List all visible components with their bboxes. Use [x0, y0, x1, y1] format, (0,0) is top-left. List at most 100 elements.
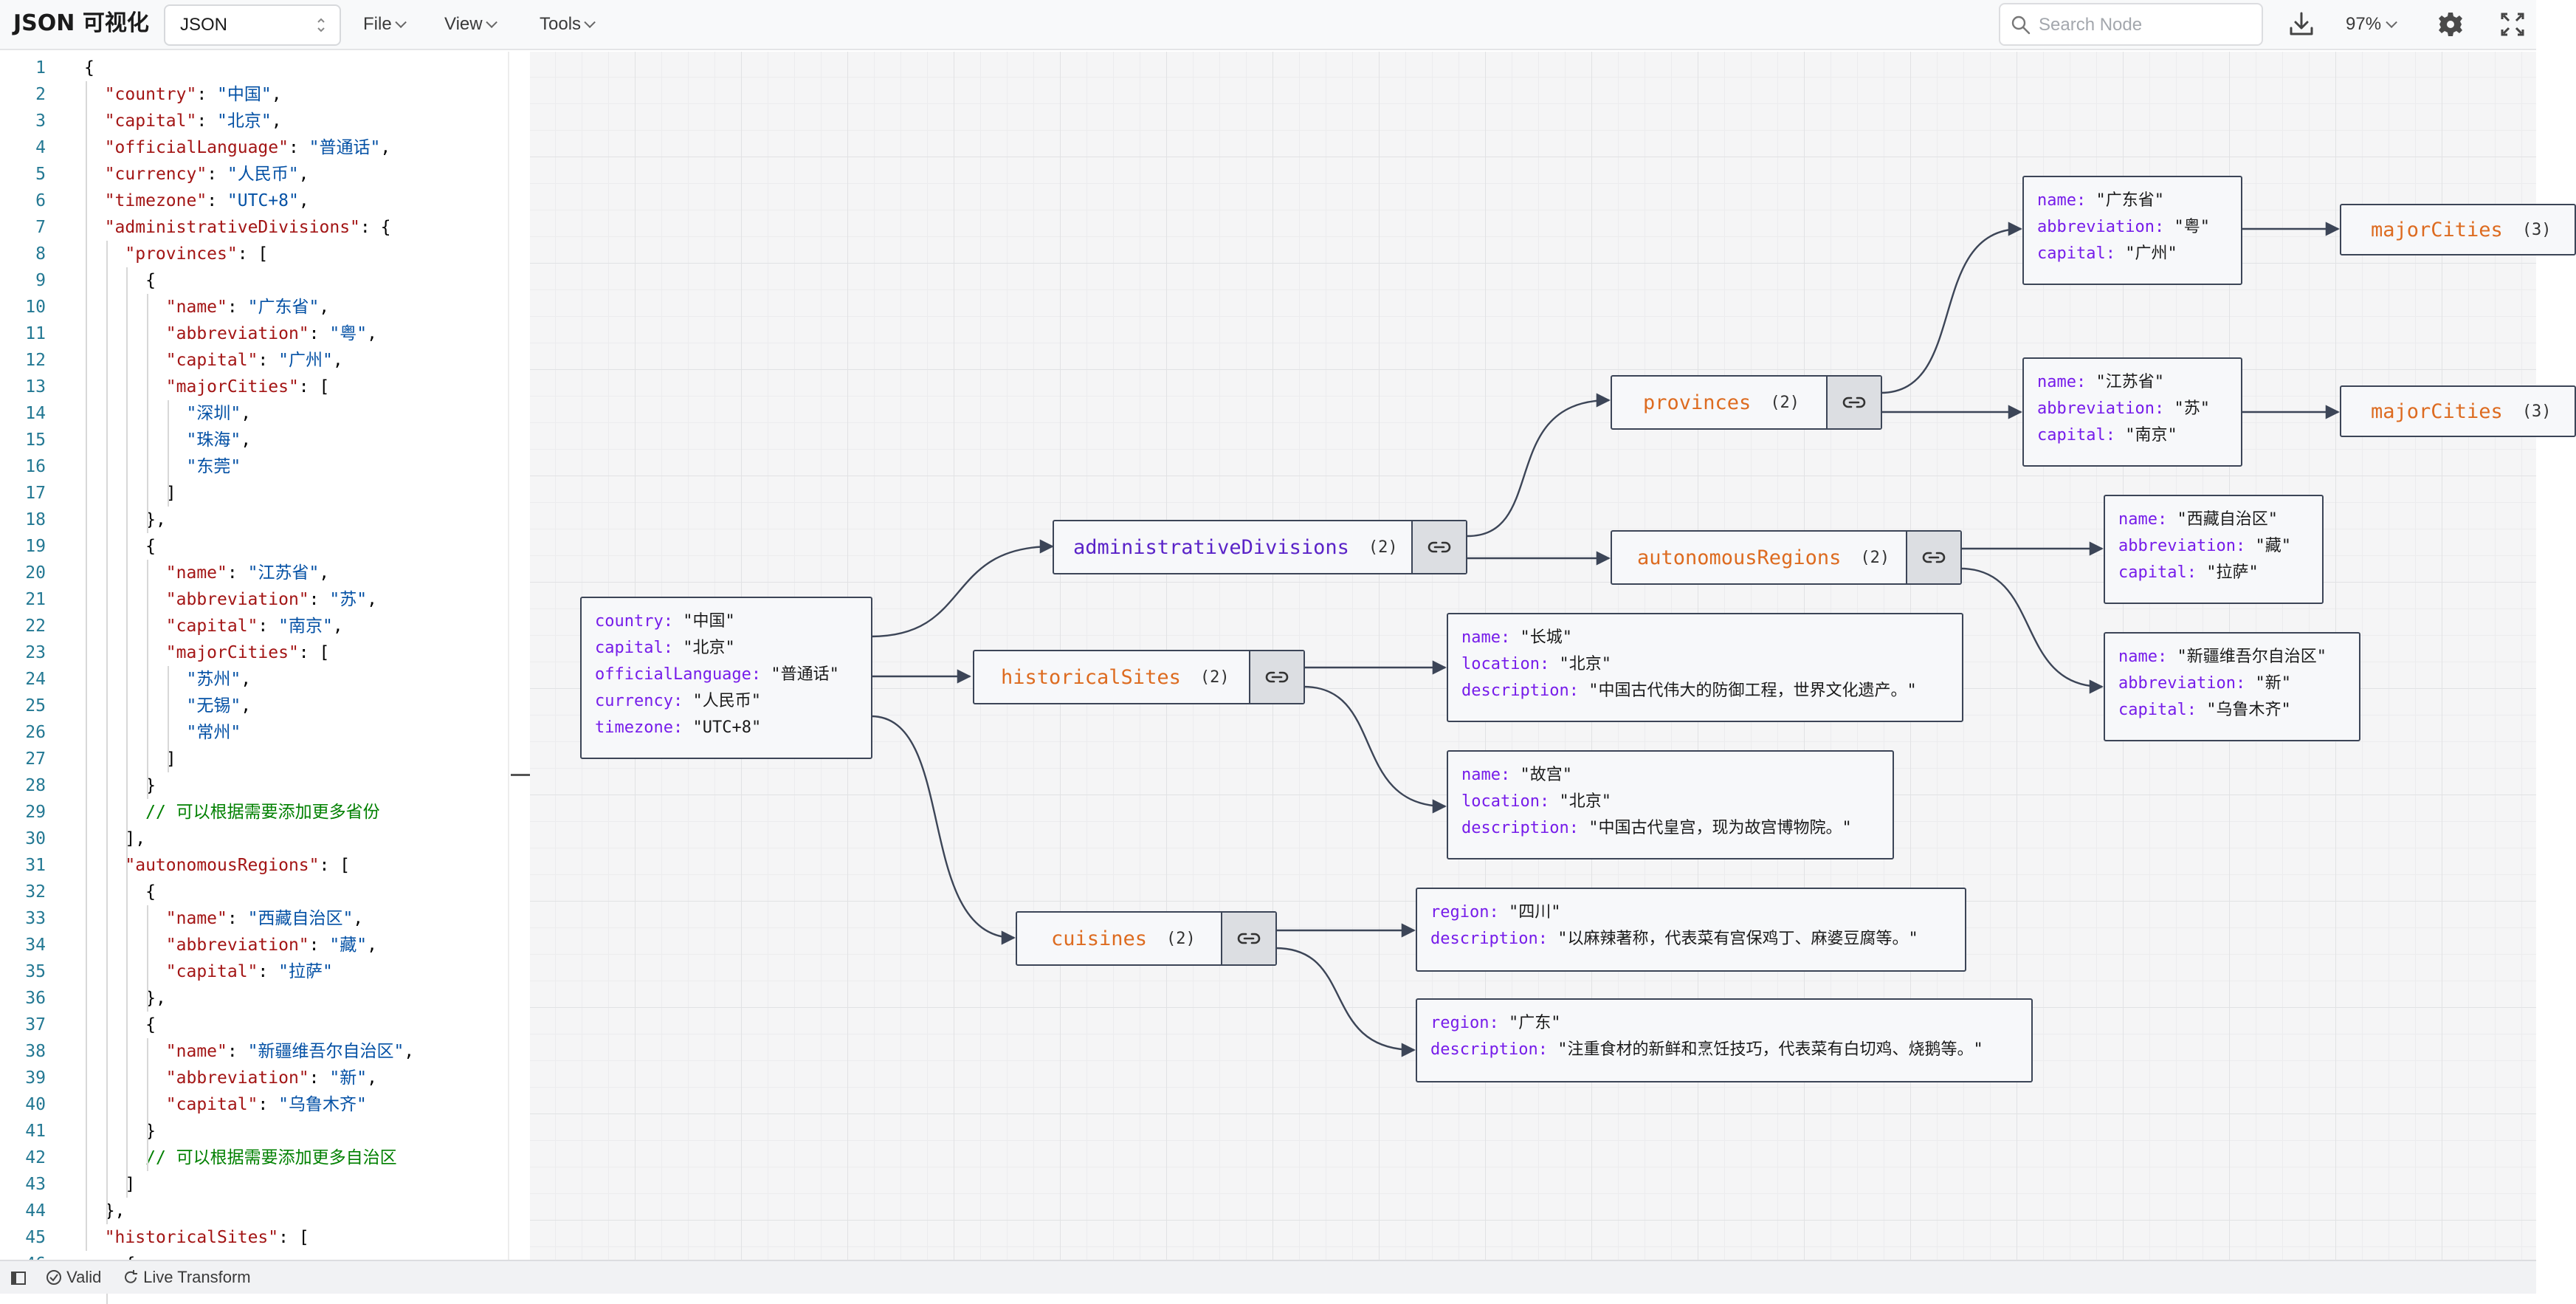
node-label: majorCities: [2371, 399, 2503, 423]
code-line: {: [145, 882, 156, 902]
node-row: location: "北京": [1461, 792, 1611, 811]
province-object-node[interactable]: name: "广东省" abbreviation: "粤" capital: "…: [2022, 176, 2242, 285]
code-line: ],: [125, 829, 146, 848]
line-number: 27: [25, 749, 46, 769]
code-line: },: [104, 1201, 125, 1221]
check-circle-icon: [47, 1270, 61, 1285]
fullscreen-icon[interactable]: [2498, 9, 2527, 40]
view-menu[interactable]: View: [444, 7, 497, 41]
cuisines-node[interactable]: cuisines(2): [1016, 911, 1277, 966]
code-line: {: [145, 271, 156, 290]
gear-icon[interactable]: [2436, 9, 2465, 40]
line-number: 5: [35, 165, 46, 184]
line-number: 35: [25, 962, 46, 981]
code-line: "majorCities": [: [165, 377, 330, 397]
cuisine-object-node[interactable]: region: "广东" description: "注重食材的新鲜和烹饪技巧，…: [1416, 998, 2033, 1082]
line-number: 26: [25, 723, 46, 742]
toolbar: JSON 可视化 JSON File View Tools 97%: [0, 0, 2536, 50]
node-count: (3): [2521, 220, 2552, 239]
node-label: provinces: [1643, 391, 1752, 414]
code-line: "abbreviation": "藏",: [165, 936, 377, 955]
node-row: description: "中国古代伟大的防御工程，世界文化遗产。": [1461, 682, 1917, 700]
valid-label: Valid: [66, 1268, 102, 1286]
sidebar-toggle-icon[interactable]: [10, 1270, 27, 1286]
node-row: abbreviation: "苏": [2037, 399, 2210, 418]
search-icon: [2011, 16, 2031, 35]
node-row: abbreviation: "藏": [2118, 537, 2291, 555]
format-select[interactable]: JSON: [164, 4, 341, 46]
autonomous-regions-node[interactable]: autonomousRegions(2): [1611, 530, 1962, 585]
link-icon[interactable]: [1906, 532, 1960, 583]
indent-guide: [167, 400, 169, 507]
admin-divisions-node[interactable]: administrativeDivisions(2): [1053, 520, 1467, 574]
link-icon[interactable]: [1249, 651, 1304, 703]
line-number: 6: [35, 191, 46, 210]
region-object-node[interactable]: name: "西藏自治区" abbreviation: "藏" capital:…: [2104, 495, 2324, 604]
tools-menu[interactable]: Tools: [540, 7, 596, 41]
node-row: region: "广东": [1430, 1014, 1561, 1032]
node-row: capital: "乌鲁木齐": [2118, 701, 2291, 719]
code-line: {: [84, 58, 94, 78]
node-count: (2): [1860, 548, 1890, 567]
code-line: "name": "广东省",: [165, 298, 330, 317]
line-number: 41: [25, 1122, 46, 1141]
code-line: "administrativeDivisions": {: [104, 218, 391, 237]
line-number: 44: [25, 1201, 46, 1221]
editor-scrollbar[interactable]: [508, 52, 530, 1260]
line-number: 39: [25, 1068, 46, 1088]
link-icon[interactable]: [1411, 521, 1466, 573]
major-cities-node[interactable]: majorCities(3): [2340, 204, 2576, 255]
region-object-node[interactable]: name: "新疆维吾尔自治区" abbreviation: "新" capit…: [2104, 632, 2360, 741]
province-object-node[interactable]: name: "江苏省" abbreviation: "苏" capital: "…: [2022, 357, 2242, 467]
root-object-node[interactable]: country: "中国" capital: "北京" officialLang…: [580, 597, 872, 759]
code-line: }: [145, 776, 156, 795]
code-line: "name": "新疆维吾尔自治区",: [165, 1042, 415, 1061]
node-row: country: "中国": [595, 612, 735, 631]
node-row: name: "长城": [1461, 628, 1572, 647]
line-number: 42: [25, 1148, 46, 1167]
link-icon[interactable]: [1221, 913, 1275, 964]
major-cities-node[interactable]: majorCities(3): [2340, 385, 2576, 437]
node-row: name: "新疆维吾尔自治区": [2118, 648, 2327, 666]
line-number: 37: [25, 1015, 46, 1034]
search-input[interactable]: [2039, 12, 2253, 38]
line-number: 9: [35, 271, 46, 290]
code-line: {: [145, 1015, 156, 1034]
download-icon[interactable]: [2287, 9, 2316, 40]
code-line: "officialLanguage": "普通话",: [104, 138, 391, 157]
live-transform-toggle[interactable]: Live Transform: [123, 1261, 251, 1294]
node-row: abbreviation: "新": [2118, 674, 2291, 693]
line-number: 20: [25, 563, 46, 583]
node-row: capital: "广州": [2037, 244, 2177, 263]
line-number: 45: [25, 1228, 46, 1247]
historical-sites-node[interactable]: historicalSites(2): [973, 650, 1305, 704]
line-number: 18: [25, 510, 46, 529]
indent-guide: [167, 666, 169, 772]
line-number: 33: [25, 909, 46, 928]
line-number: 38: [25, 1042, 46, 1061]
search-box[interactable]: [1999, 3, 2263, 46]
node-row: capital: "北京": [595, 639, 735, 657]
provinces-node[interactable]: provinces(2): [1611, 375, 1882, 430]
line-number: 4: [35, 138, 46, 157]
format-select-value: JSON: [180, 15, 228, 35]
line-number: 24: [25, 670, 46, 689]
node-row: name: "西藏自治区": [2118, 510, 2278, 529]
zoom-dropdown[interactable]: 97%: [2346, 7, 2397, 41]
code-line: "name": "江苏省",: [165, 563, 330, 583]
site-object-node[interactable]: name: "长城" location: "北京" description: "…: [1447, 613, 1963, 722]
file-menu[interactable]: File: [363, 7, 407, 41]
line-number: 2: [35, 85, 46, 104]
cuisine-object-node[interactable]: region: "四川" description: "以麻辣著称，代表菜有宫保鸡…: [1416, 888, 1966, 972]
site-object-node[interactable]: name: "故宫" location: "北京" description: "…: [1447, 750, 1894, 859]
graph-canvas[interactable]: country: "中国" capital: "北京" officialLang…: [530, 52, 2576, 1260]
line-number: 21: [25, 590, 46, 609]
code-line: "capital": "乌鲁木齐": [165, 1095, 367, 1114]
code-line: "capital": "南京",: [165, 617, 343, 636]
line-number: 43: [25, 1175, 46, 1194]
code-line: // 可以根据需要添加更多省份: [145, 803, 380, 822]
line-number: 12: [25, 351, 46, 370]
link-icon[interactable]: [1826, 377, 1881, 428]
node-row: description: "以麻辣著称，代表菜有宫保鸡丁、麻婆豆腐等。": [1430, 930, 1918, 948]
